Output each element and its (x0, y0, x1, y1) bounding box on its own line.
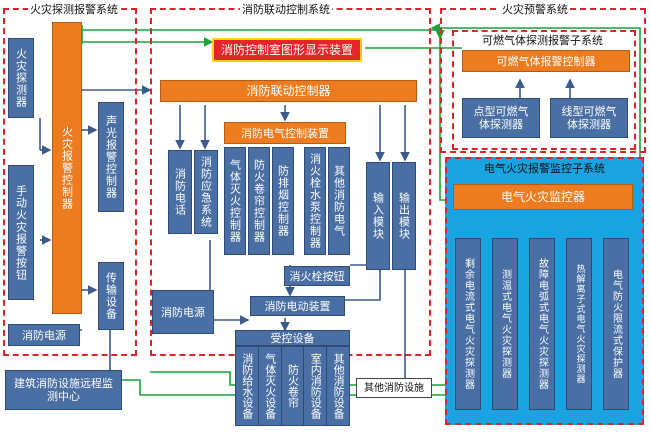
fire-alarm-controller-box: 火灾报警控制器 (52, 22, 82, 314)
graphic-display-box: 消防控制室图形显示装置 (212, 38, 362, 62)
fire-power-left-box: 消防电源 (8, 324, 80, 346)
fire-phone-box: 消防电话 (168, 150, 192, 234)
electrical-detector-box: 热解离子式电气火灾探测器 (566, 238, 592, 410)
sound-light-alarm-box: 声光报警控制器 (98, 102, 124, 212)
controlled-item: 消防给水设备 (240, 353, 254, 419)
gas-alarm-controller-box: 可燃气体报警控制器 (462, 50, 630, 72)
line-gas-detector-box: 线型可燃气体探测器 (550, 98, 628, 138)
region-early-warning-label: 火灾预警系统 (500, 3, 570, 16)
output-module-box: 输出模块 (392, 162, 416, 270)
region-electrical-subsystem-label: 电气火灾报警监控子系统 (484, 162, 605, 175)
electrical-detector-box: 故障电弧式电气火灾探测器 (529, 238, 555, 410)
controlled-item: 其他消防设备 (326, 347, 349, 425)
manual-alarm-button-box: 手动火灾报警按钮 (8, 165, 34, 300)
controlled-item: 防火卷帘 (280, 347, 304, 425)
power-drive-device-box: 消防电动装置 (250, 296, 345, 316)
electrical-fire-monitor-box: 电气火灾监控器 (453, 184, 633, 210)
region-detection-label: 火灾探测报警系统 (28, 3, 120, 16)
electric-control-device-box: 消防电气控制装置 (224, 122, 346, 144)
controlled-equipment-header: 受控设备 (235, 330, 350, 346)
other-electric-box: 其他消防电气 (328, 147, 350, 255)
hydrant-button-box: 消火栓按钮 (284, 266, 350, 286)
controlled-equipment-list: 消防给水设备 气体灭火设备 防火卷帘 室内消防设备 其他消防设备 (235, 346, 350, 426)
region-gas-subsystem-label: 可燃气体探测报警子系统 (480, 34, 605, 47)
other-facilities-box: 其他消防设施 (356, 378, 432, 398)
electrical-detector-box: 剩余电流式电气火灾探测器 (455, 238, 481, 410)
transmission-device-box: 传输设备 (98, 262, 124, 330)
emergency-broadcast-box: 消防应急系统 (194, 150, 218, 234)
smoke-exhaust-ctrl-box: 防排烟控制器 (272, 147, 294, 255)
linkage-controller-box: 消防联动控制器 (160, 80, 417, 102)
controlled-item: 气体灭火设备 (257, 347, 281, 425)
point-gas-detector-box: 点型可燃气体探测器 (462, 98, 540, 138)
shutter-ctrl-box: 防火卷帘控制器 (248, 147, 270, 255)
controlled-item: 室内消防设备 (303, 347, 326, 425)
hydrant-pump-ctrl-box: 消火栓水泵控制器 (304, 147, 326, 255)
gas-extinguish-ctrl-box: 气体灭火控制器 (224, 147, 246, 255)
fire-power-mid-box: 消防电源 (152, 290, 214, 334)
input-module-box: 输入模块 (366, 162, 390, 270)
region-linkage-label: 消防联动控制系统 (240, 3, 332, 16)
electrical-detector-box: 测温式电气火灾探测器 (492, 238, 518, 410)
fire-detector-box: 火灾探测器 (8, 38, 34, 118)
region-gas-subsystem (452, 30, 636, 150)
remote-monitor-center-box: 建筑消防设施远程监测中心 (5, 370, 122, 410)
electrical-detector-box: 电气防火限流式保护器 (603, 238, 629, 410)
